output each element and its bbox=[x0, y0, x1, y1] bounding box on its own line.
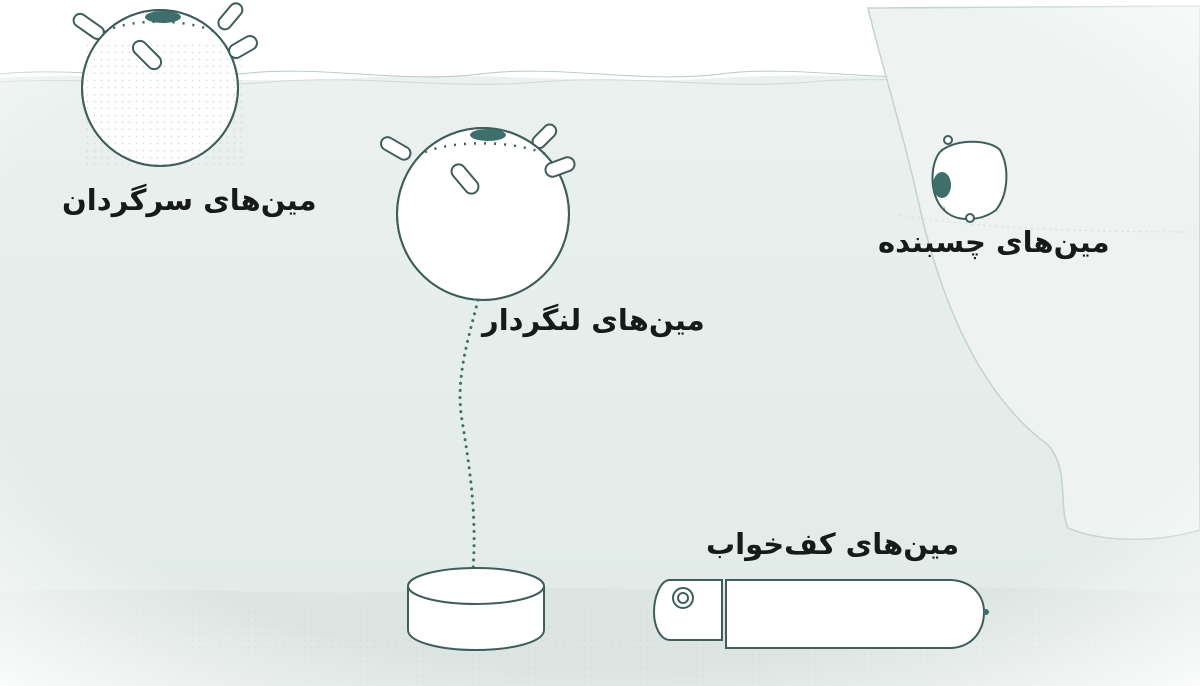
mooring-chain bbox=[458, 298, 480, 584]
limpet-mines-label: مین‌های چسبنده bbox=[878, 225, 1110, 259]
bottom-mines-label: مین‌های کف‌خواب bbox=[706, 527, 960, 561]
limpet-mine bbox=[931, 135, 1008, 223]
drifting-mines-label: مین‌های سرگردان bbox=[62, 183, 317, 217]
anchor-block bbox=[407, 567, 545, 652]
drifting-mine bbox=[72, 2, 258, 167]
moored-mines-label: مین‌های لنگردار bbox=[482, 303, 705, 337]
moored-mine bbox=[380, 123, 576, 301]
bottom-mine bbox=[652, 579, 989, 649]
